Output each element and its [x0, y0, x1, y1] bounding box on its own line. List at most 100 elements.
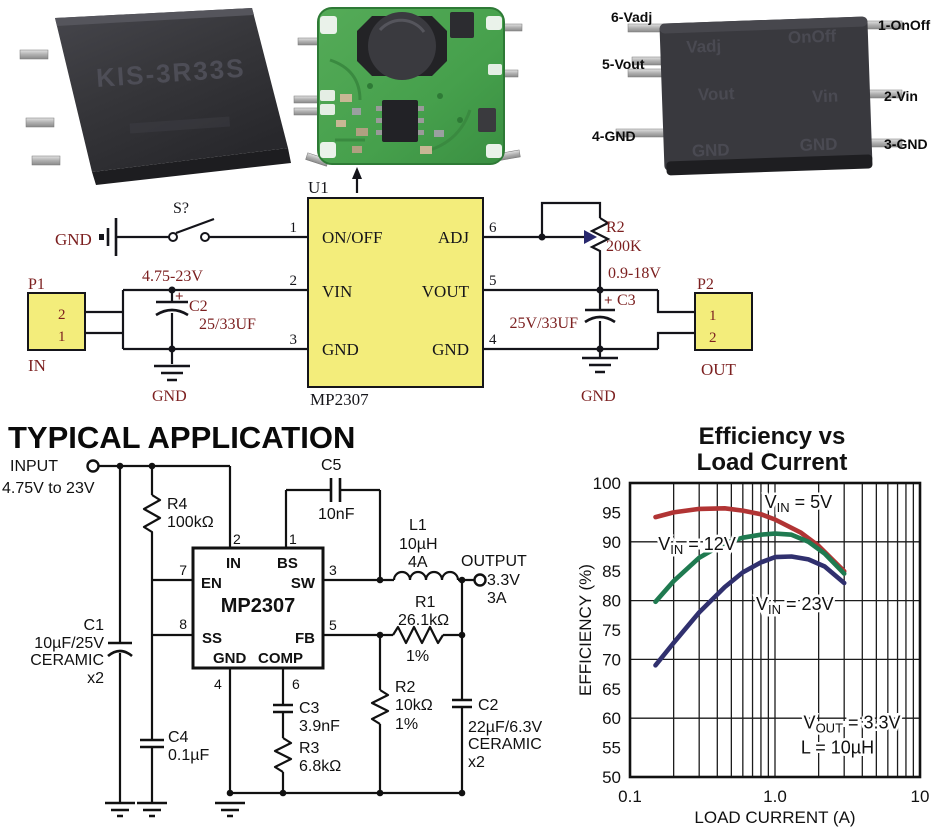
- output-amps-label: 3A: [487, 590, 507, 607]
- c2-plus-sign: +: [175, 289, 184, 305]
- r4-value-label: 100kΩ: [167, 514, 214, 531]
- input-terminal: [86, 459, 100, 473]
- embossed-vadj-label: Vadj: [686, 37, 722, 57]
- smd-component: [434, 130, 444, 137]
- chip-pin8-number: 8: [179, 616, 187, 632]
- c3-value-label: 3.9nF: [299, 718, 340, 735]
- input-voltage-label: 4.75-23V: [142, 268, 203, 285]
- r2-tolerance-label: 1%: [395, 716, 418, 733]
- c3-plus-sign: +: [604, 293, 613, 309]
- junction-dots: [116, 462, 466, 797]
- p2-out-label: OUT: [701, 360, 737, 379]
- c5-value-label: 10nF: [318, 506, 355, 523]
- p1-pin1-label: 1: [58, 329, 66, 345]
- solder-pad: [320, 16, 337, 34]
- input-label: INPUT: [10, 458, 58, 475]
- chart-title: Efficiency vs: [699, 423, 846, 450]
- series-VIN = 23V: [653, 554, 847, 668]
- solder-pad: [488, 64, 502, 75]
- series-label: VIN = 12V: [658, 534, 736, 557]
- u1-pin-vout-label: VOUT: [422, 282, 470, 301]
- l1-current-label: 4A: [408, 554, 428, 571]
- p2-connector: [694, 292, 753, 351]
- section-title: TYPICAL APPLICATION: [8, 420, 355, 455]
- y-tick-label: 100: [593, 474, 621, 493]
- y-tick-label: 95: [602, 503, 621, 522]
- gnd-symbol-output: [582, 356, 618, 374]
- u1-block: [307, 197, 484, 388]
- chip-pin-in-label: IN: [226, 555, 241, 572]
- r2-ref-label: R2: [395, 679, 416, 696]
- r2-ref-label: R2: [606, 219, 625, 236]
- chip-pin3-number: 3: [329, 562, 337, 578]
- chart-title: Load Current: [697, 449, 848, 476]
- embossed-gnd-left-label: GND: [692, 140, 730, 160]
- solder-pad: [320, 104, 335, 115]
- l1-inductor-symbol: [392, 570, 460, 581]
- u1-pin2-number: 2: [290, 273, 298, 289]
- p1-connector: [27, 292, 86, 351]
- pin-label-2-vin: 2-Vin: [884, 88, 918, 104]
- c2-value-label: 22µF/6.3V: [468, 719, 542, 736]
- x-axis-label: LOAD CURRENT (A): [694, 808, 855, 827]
- c1-type-label: CERAMIC: [30, 652, 104, 669]
- y-axis-label: EFFICIENCY (%): [576, 564, 595, 696]
- y-tick-label: 60: [602, 709, 621, 728]
- output-terminal: [473, 573, 487, 587]
- series-VIN = 12V: [653, 531, 847, 605]
- pcb-pin: [293, 95, 321, 104]
- u1-pin6-number: 6: [489, 220, 497, 236]
- gnd-symbols: [105, 801, 245, 818]
- r3-ref-label: R3: [299, 740, 320, 757]
- solder-pad: [320, 90, 335, 101]
- c2-capacitor-symbol: [155, 300, 189, 317]
- module-pin: [25, 117, 55, 128]
- c5-ref-label: C5: [321, 457, 342, 474]
- chip-pin1-number: 1: [289, 531, 297, 547]
- pcb-pin: [293, 107, 321, 116]
- c3-ref-label: C3: [617, 292, 636, 309]
- p1-pin2-label: 2: [58, 307, 66, 323]
- switch-symbol: [168, 217, 215, 242]
- output-label: OUTPUT: [461, 553, 527, 570]
- smd-component: [352, 108, 361, 115]
- potentiometer-wiper-arrow: [584, 230, 597, 244]
- p1-in-label: IN: [28, 356, 46, 375]
- smd-component: [420, 146, 432, 154]
- u1-pin1-number: 1: [290, 220, 298, 236]
- pin-label-6-vadj: 6-Vadj: [611, 9, 652, 25]
- u1-pin4-number: 4: [489, 332, 497, 348]
- chart-plot-border: [628, 481, 922, 779]
- chip-pin-en-label: EN: [201, 575, 222, 592]
- y-tick-label: 75: [602, 621, 621, 640]
- p2-pin2-label: 2: [709, 330, 717, 346]
- c3-ref-label: C3: [299, 700, 320, 717]
- u1-pin-vin-label: VIN: [322, 282, 352, 301]
- photo-pcb: [293, 7, 523, 167]
- c3-value-label: 25V/33UF: [510, 315, 579, 332]
- pin-label-1-onoff: 1-OnOff: [878, 17, 930, 33]
- chart-annotation: L = 10µH: [801, 738, 874, 758]
- u1-pin5-number: 5: [489, 273, 497, 289]
- module-body: [659, 16, 873, 172]
- battery-symbol: [99, 218, 118, 256]
- u1-ref-label: U1: [308, 178, 329, 197]
- typical-application: TYPICAL APPLICATION MP2307 IN BS EN SW: [2, 420, 542, 818]
- switch-ref-label: S?: [173, 200, 189, 217]
- pin-label-4-gnd: 4-GND: [592, 128, 636, 144]
- pin-label-5-vout: 5-Vout: [602, 56, 645, 72]
- y-tick-label: 50: [602, 768, 621, 787]
- y-tick-label: 80: [602, 592, 621, 611]
- solder-pad: [320, 142, 336, 158]
- l1-value-label: 10µH: [399, 536, 438, 553]
- application-wires: [99, 464, 474, 803]
- module-pin: [19, 49, 49, 60]
- smd-component: [478, 108, 496, 132]
- series-label: VIN = 23V: [756, 594, 834, 617]
- embossed-onoff-label: OnOff: [788, 27, 837, 48]
- resistor-zigzags: [142, 494, 444, 773]
- embossed-gnd-right-label: GND: [799, 135, 837, 155]
- u1-arrow-icon: [352, 167, 362, 179]
- p2-ref-label: P2: [697, 276, 714, 293]
